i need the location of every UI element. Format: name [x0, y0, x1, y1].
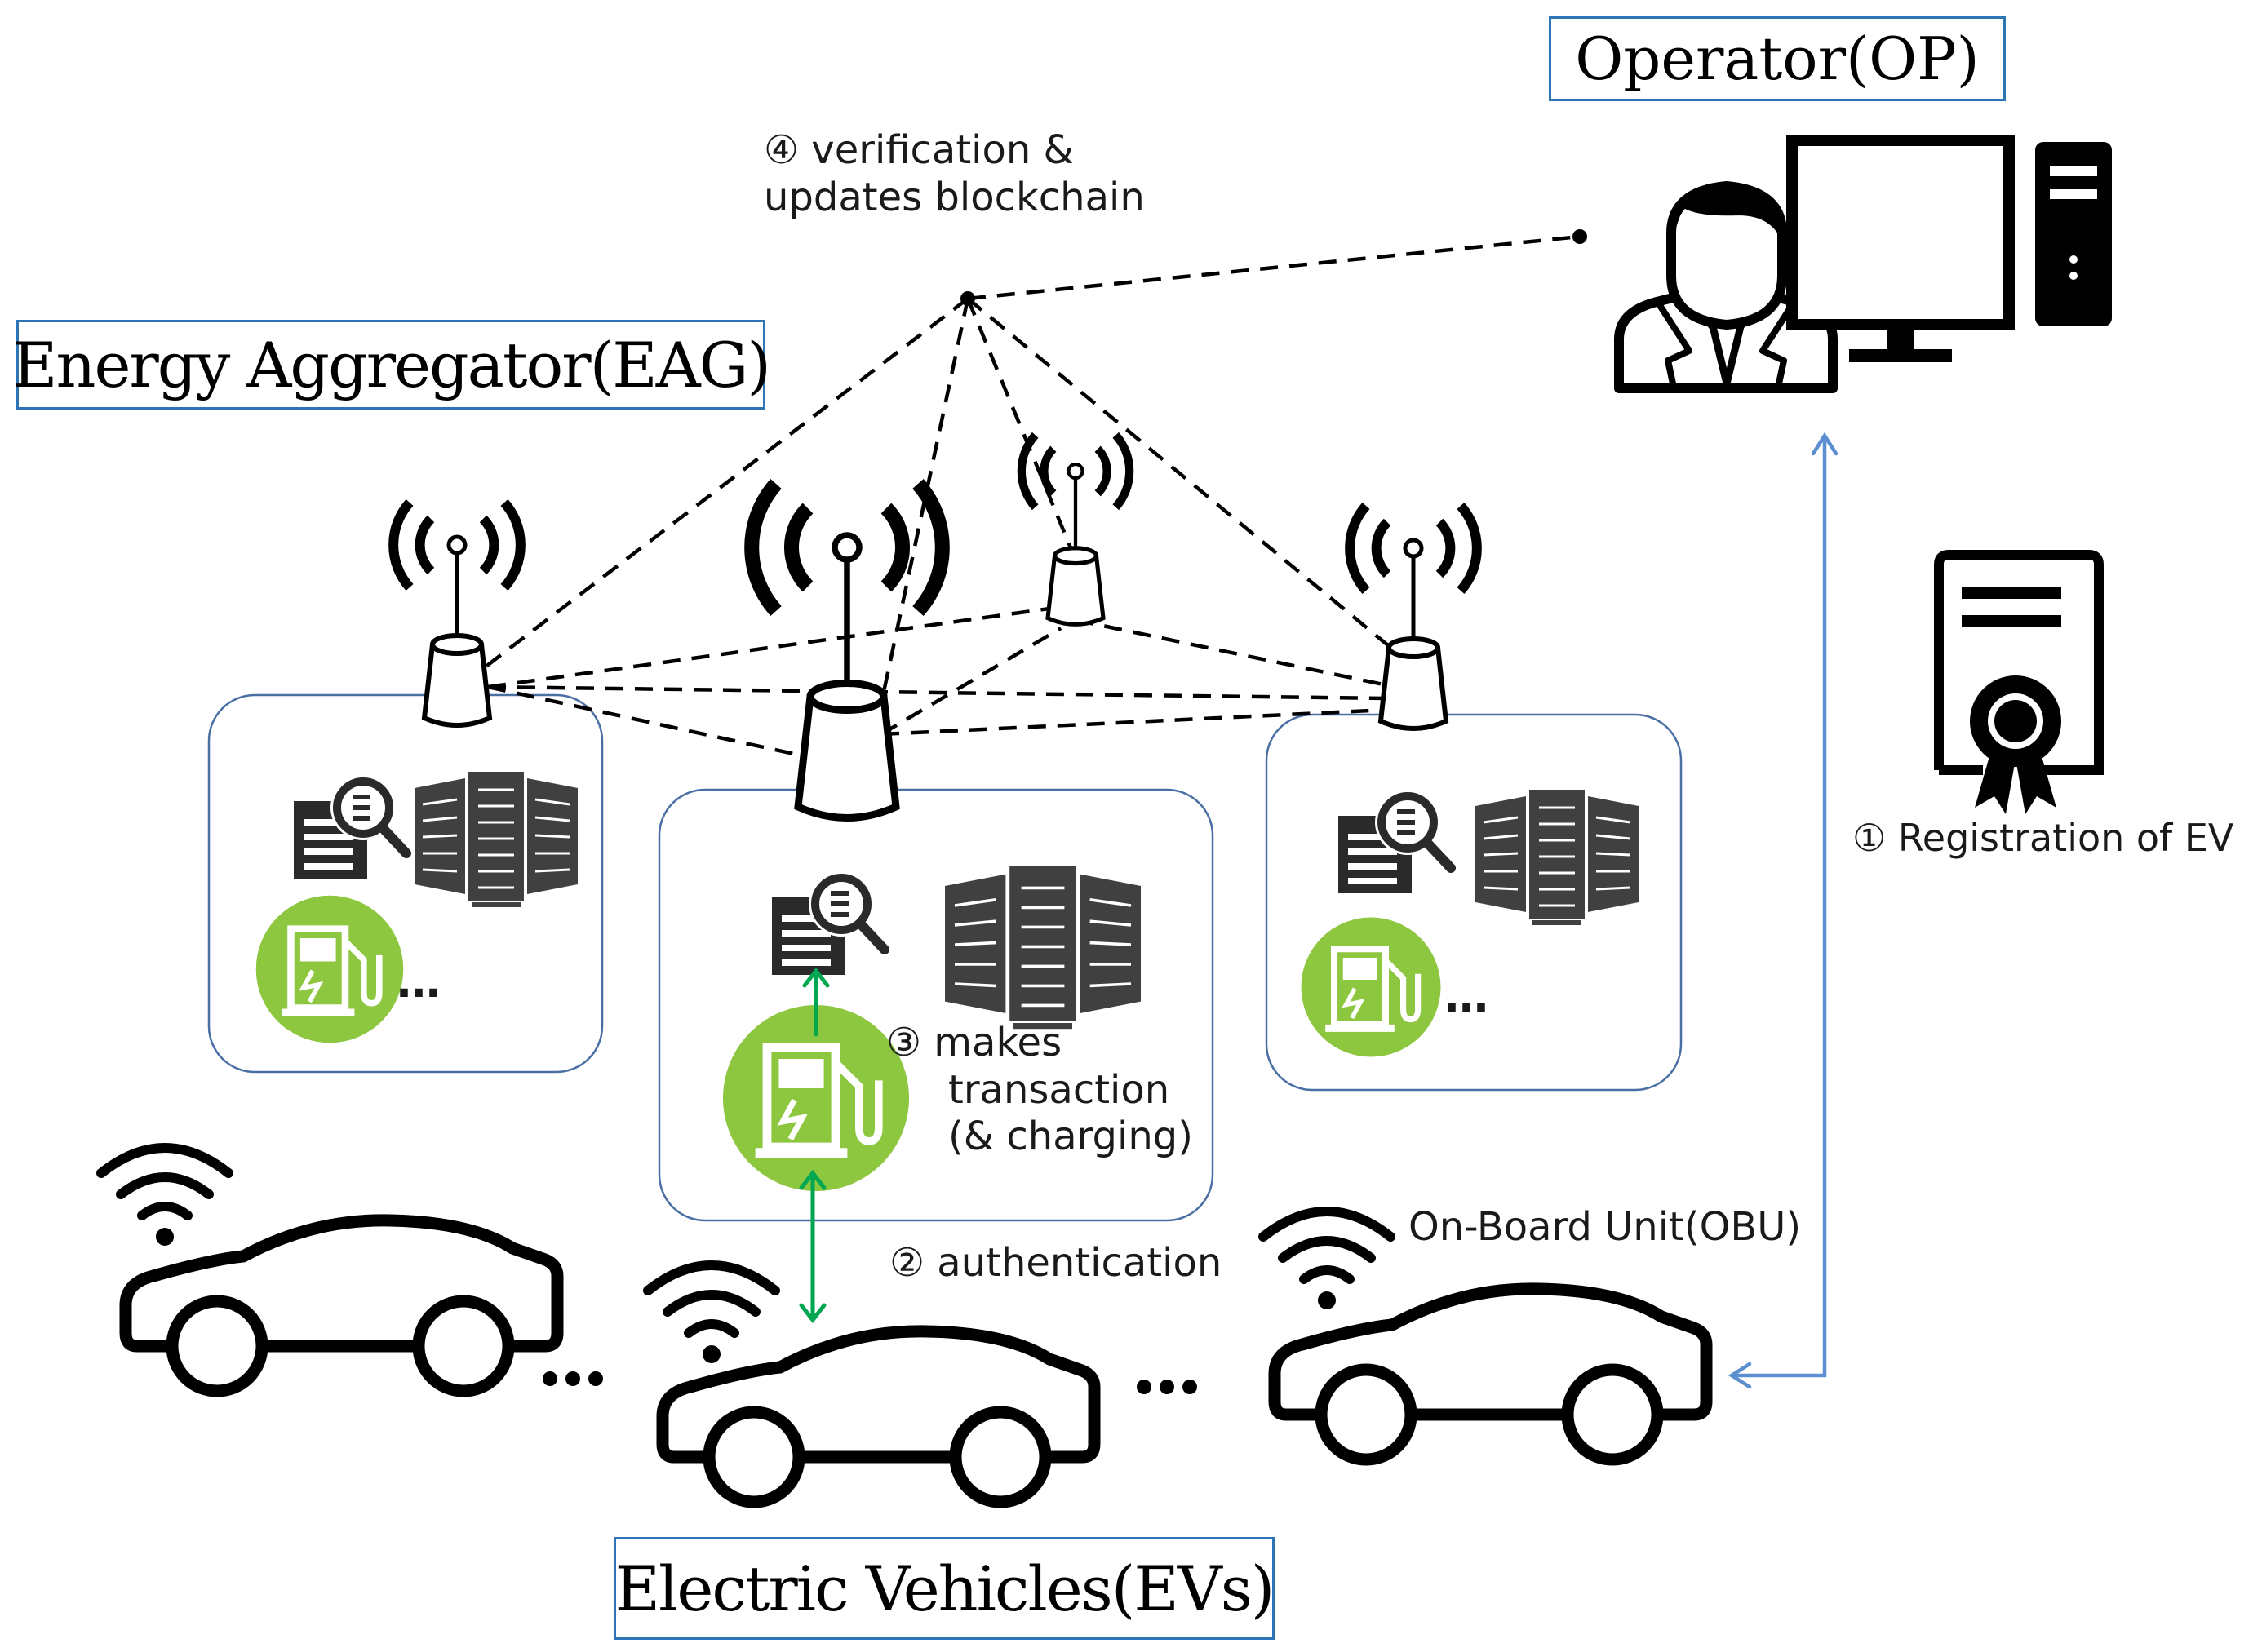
antenna-icon: [752, 484, 942, 818]
step1-text: Registration of EV: [1897, 816, 2234, 860]
step3-number: ③: [886, 1020, 922, 1065]
server-rack-icon: [413, 770, 579, 909]
charging-station-icon: [1302, 918, 1441, 1057]
operator-link-dot: [1572, 229, 1587, 244]
step1-blue-arrow: [1728, 432, 1838, 1389]
obu-label: On-Board Unit(OBU): [1408, 1204, 1802, 1250]
vehicles-title: Electric Vehicles(EVs): [614, 1537, 1275, 1640]
step2-number: ②: [889, 1240, 925, 1286]
certificate-icon: [1934, 550, 2104, 814]
server-rack-icon: [1474, 788, 1640, 927]
antenna-icon: [393, 503, 521, 725]
step3-label: ③ makes transaction (& charging): [886, 1020, 1193, 1161]
car-icon: [126, 1220, 557, 1391]
blockchain-network-links: [483, 234, 1581, 761]
step2-text: authentication: [937, 1240, 1222, 1286]
charging-station-icon: [256, 896, 404, 1043]
wifi-icon: [101, 1148, 228, 1246]
car-icon: [1275, 1289, 1706, 1459]
wifi-icon: [1263, 1211, 1390, 1309]
step3-line1: makes: [934, 1020, 1062, 1065]
step3-green-arrow: [802, 967, 830, 1037]
step4-line2: updates blockchain: [764, 174, 1145, 220]
step2-green-arrow: [799, 1169, 827, 1324]
blockchain-hub-dot: [960, 291, 975, 306]
antenna-icon: [1350, 506, 1477, 729]
car-icon: [663, 1331, 1094, 1502]
step1-number: ①: [1852, 816, 1887, 860]
step4-label: ④ verification & updates blockchain: [764, 127, 1145, 221]
step4-number: ④: [764, 127, 800, 173]
step1-label: ① Registration of EV: [1852, 816, 2233, 861]
station-ellipsis-left: …: [397, 956, 441, 1008]
pc-tower-icon: [2035, 142, 2112, 326]
step4-line1: verification &: [811, 127, 1074, 173]
step3-line2: transaction: [948, 1066, 1170, 1113]
ellipsis-dots: [543, 1371, 1197, 1394]
wifi-icon: [648, 1265, 775, 1363]
aggregator-title: Energy Aggregator(EAG): [12, 320, 771, 410]
step3-line3: (& charging): [948, 1114, 1193, 1160]
step2-label: ② authentication: [889, 1240, 1222, 1287]
operator-title: Operator(OP): [1549, 16, 2006, 101]
server-rack-icon: [943, 865, 1142, 1031]
station-ellipsis-right: …: [1444, 971, 1488, 1022]
monitor-icon: [1786, 135, 2015, 362]
